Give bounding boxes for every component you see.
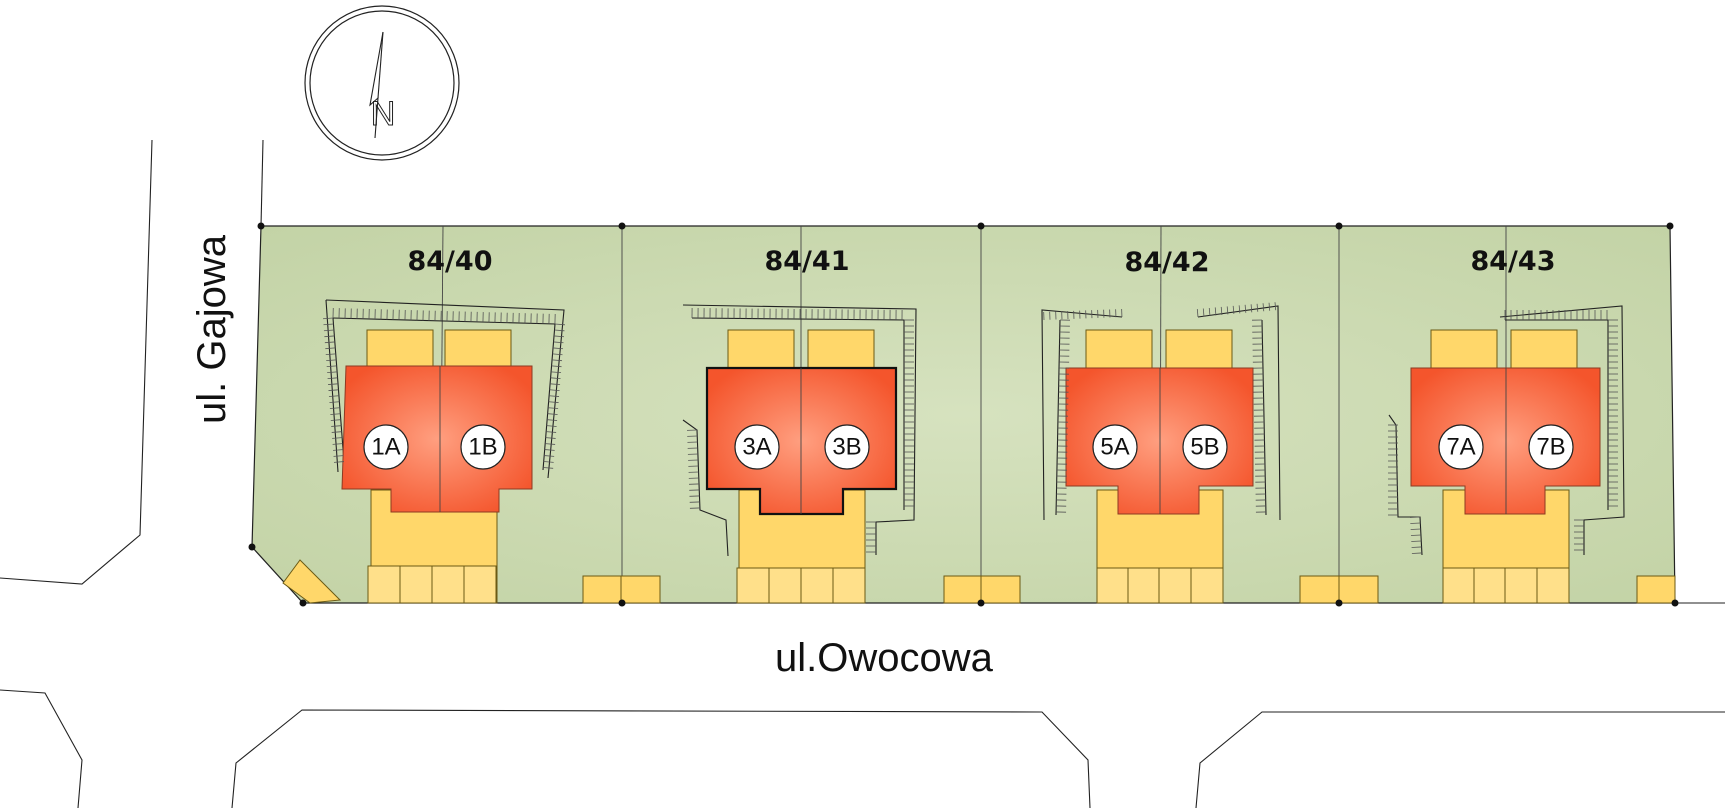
lot-84-40[interactable]: 84/40 1A 1B xyxy=(282,246,565,604)
terrace-1b xyxy=(444,329,512,369)
entry-paving-lot-84-42-left xyxy=(943,575,982,604)
terrace-5b xyxy=(1165,329,1233,369)
unit-badge-5a[interactable] xyxy=(1092,424,1138,470)
parking-stalls-lot-84-40 xyxy=(367,565,497,604)
unit-badge-1a[interactable] xyxy=(363,424,409,470)
entry-paving-lot-84-43-right xyxy=(1338,575,1379,604)
north-arrow-icon: N xyxy=(304,5,460,161)
fence-lot-84-42 xyxy=(1041,305,1281,521)
fence-hatching xyxy=(322,302,1618,554)
boundary-points xyxy=(248,222,1679,607)
compass-letter: N xyxy=(371,95,396,133)
unit-label-7b: 7B xyxy=(1536,434,1565,461)
street-outlines xyxy=(0,139,1725,808)
unit-label-3b: 3B xyxy=(832,434,861,461)
entry-paving-lot-84-43-end xyxy=(1636,575,1676,604)
street-label-gajowa: ul. Gajowa xyxy=(190,234,234,424)
unit-label-7a: 7A xyxy=(1446,434,1475,461)
terrace-7b xyxy=(1510,329,1578,369)
entry-paving-lot-84-42-right xyxy=(980,575,1021,604)
entry-paving-lot-84-43-left xyxy=(1299,575,1340,604)
street-label-owocowa: ul.Owocowa xyxy=(775,636,994,680)
terrace-3a xyxy=(727,329,795,369)
unit-badge-3a[interactable] xyxy=(734,424,780,470)
unit-badge-3b[interactable] xyxy=(824,424,870,470)
entry-paving-lot-84-41-right xyxy=(620,575,661,604)
unit-badge-7b[interactable] xyxy=(1528,424,1574,470)
terrace-1a xyxy=(366,329,434,369)
unit-badge-7a[interactable] xyxy=(1438,424,1484,470)
entry-paving-lot-84-41-left xyxy=(582,575,622,604)
lot-label-84-43: 84/43 xyxy=(1470,246,1555,277)
lot-label-84-41: 84/41 xyxy=(764,246,849,277)
parking-stalls-lot-84-43 xyxy=(1442,567,1570,604)
lot-84-41[interactable]: 84/41 3A 3B xyxy=(582,246,917,604)
lot-label-84-40: 84/40 xyxy=(407,246,492,277)
lot-label-84-42: 84/42 xyxy=(1124,247,1209,278)
unit-badge-1b[interactable] xyxy=(460,424,506,470)
terrace-5a xyxy=(1085,329,1153,369)
house-lot-84-42[interactable] xyxy=(1065,367,1254,515)
house-lot-84-40[interactable] xyxy=(341,365,533,513)
house-lot-84-43[interactable] xyxy=(1410,367,1601,515)
unit-label-1b: 1B xyxy=(468,434,497,461)
terrace-7a xyxy=(1430,329,1498,369)
terrace-3b xyxy=(807,329,875,369)
unit-label-5b: 5B xyxy=(1190,434,1219,461)
parking-stalls-lot-84-41 xyxy=(736,567,866,604)
unit-label-3a: 3A xyxy=(742,434,771,461)
entry-paving-lot-84-40 xyxy=(282,559,342,604)
lot-84-43[interactable]: 84/43 7A 7B xyxy=(1299,246,1676,604)
house-lot-84-41[interactable] xyxy=(705,366,898,516)
unit-badge-5b[interactable] xyxy=(1182,424,1228,470)
unit-label-1a: 1A xyxy=(371,434,400,461)
unit-label-5a: 5A xyxy=(1100,434,1129,461)
lot-84-42[interactable]: 84/42 5A 5B xyxy=(943,247,1281,604)
parking-stalls-lot-84-42 xyxy=(1096,567,1224,604)
